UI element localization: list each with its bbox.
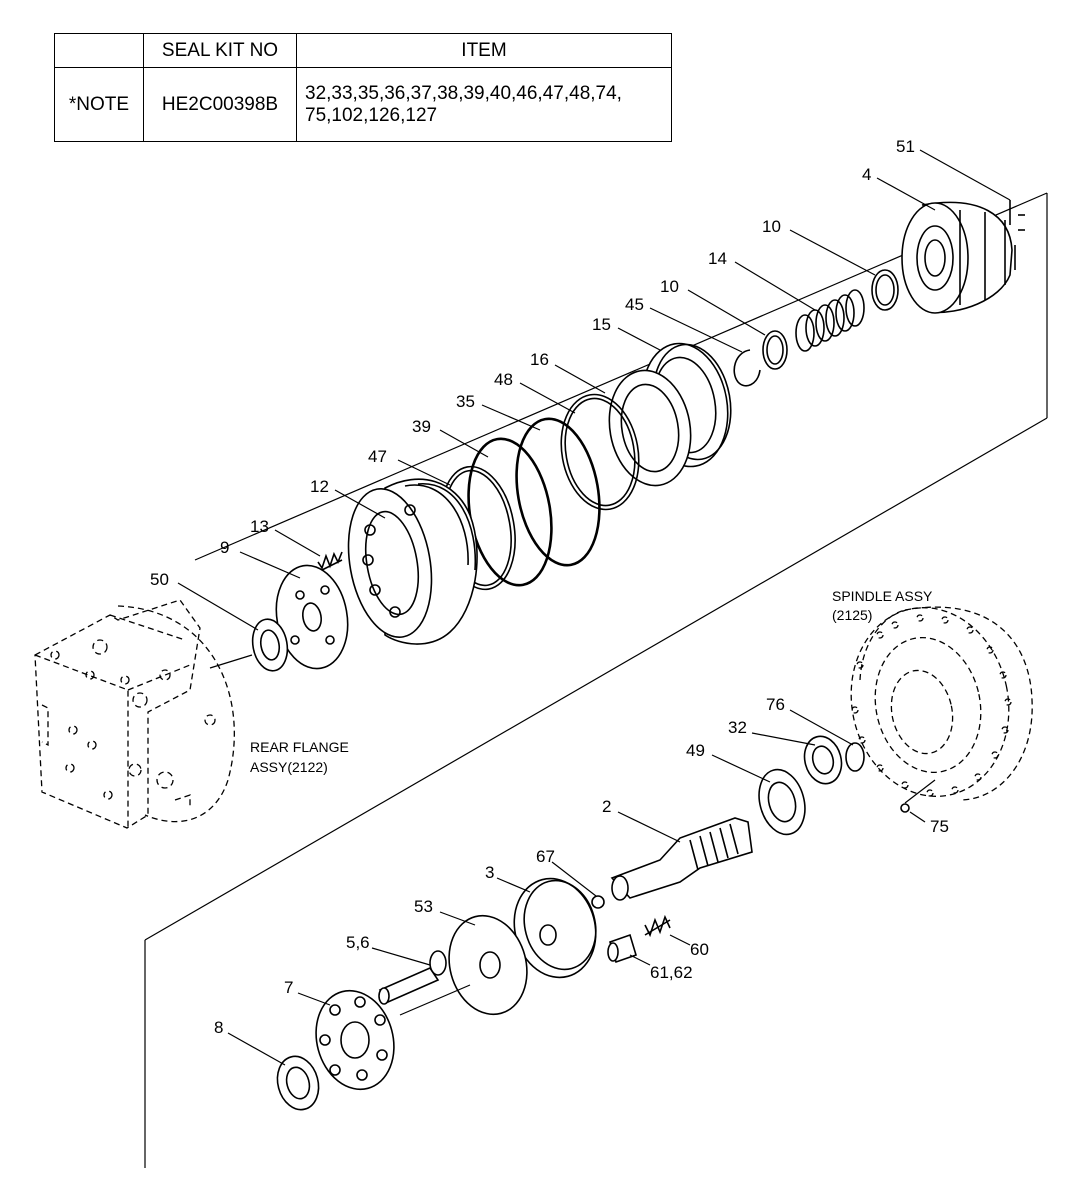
part-61-62-piston	[607, 933, 637, 964]
part-48-o-ring	[560, 393, 640, 511]
callout-14: 14	[708, 249, 727, 268]
callout-49: 49	[686, 741, 705, 760]
note-cell: *NOTE	[54, 67, 144, 142]
part-49-bearing	[758, 768, 806, 836]
items-cell: 32,33,35,36,37,38,39,40,46,47,48,74, 75,…	[296, 67, 672, 142]
callout-13: 13	[250, 517, 269, 536]
callout-4: 4	[862, 165, 871, 184]
axis-line-lower	[399, 984, 471, 1016]
callout-60: 60	[690, 940, 709, 959]
callout-47: 47	[368, 447, 387, 466]
rear-flange-assy	[34, 599, 235, 829]
part-14-spring	[795, 289, 865, 352]
spindle-label-1: SPINDLE ASSY	[832, 588, 933, 604]
part-32-oil-seal	[803, 735, 843, 785]
callout-76: 76	[766, 695, 785, 714]
part-53-thrust-plate	[448, 914, 528, 1016]
callout-50: 50	[150, 570, 169, 589]
callout-51: 51	[896, 137, 915, 156]
part-5-6-piston-shoe	[378, 950, 447, 1005]
callout-45: 45	[625, 295, 644, 314]
callout-12: 12	[310, 477, 329, 496]
leader-lines	[177, 149, 1011, 1066]
callout-16: 16	[530, 350, 549, 369]
callout-75: 75	[930, 817, 949, 836]
part-7-retainer-plate	[315, 989, 395, 1091]
callout-61-62: 61,62	[650, 963, 693, 982]
callout-5-6: 5,6	[346, 933, 370, 952]
callout-3: 3	[485, 863, 494, 882]
callout-35: 35	[456, 392, 475, 411]
spindle-bolt-holes	[851, 614, 1012, 797]
part-35-o-ring	[515, 417, 601, 567]
part-16-separator-plate	[608, 369, 692, 487]
callout-10-lower: 10	[660, 277, 679, 296]
part-10-ring-upper-inner	[875, 274, 895, 306]
callout-7: 7	[284, 978, 293, 997]
spindle-label-2: (2125)	[832, 607, 872, 623]
part-45-snap-ring	[733, 349, 761, 387]
items-line-1: 32,33,35,36,37,38,39,40,46,47,48,74,	[305, 82, 622, 104]
callout-67: 67	[536, 847, 555, 866]
part-67-ball	[591, 895, 605, 909]
part-12-piston	[347, 478, 478, 645]
part-48-o-ring-inner	[564, 397, 636, 507]
items-line-2: 75,102,126,127	[305, 104, 438, 126]
callout-10-upper: 10	[762, 217, 781, 236]
callout-53: 53	[414, 897, 433, 916]
rear-flange-label-1: REAR FLANGE	[250, 739, 349, 755]
callout-32: 32	[728, 718, 747, 737]
part-8-ball-guide	[276, 1055, 320, 1111]
callout-8: 8	[214, 1018, 223, 1037]
spindle-assy	[850, 606, 1033, 801]
part-10-ring-lower-inner	[766, 335, 784, 365]
callout-15: 15	[592, 315, 611, 334]
part-50-bearing	[251, 618, 289, 672]
part-60-spring	[644, 914, 671, 938]
callout-48: 48	[494, 370, 513, 389]
callout-2: 2	[602, 797, 611, 816]
seal-kit-table-row: *NOTE HE2C00398B 32,33,35,36,37,38,39,40…	[54, 67, 672, 142]
seal-kit-table: SEAL KIT NO ITEM *NOTE HE2C00398B 32,33,…	[54, 33, 672, 142]
part-75-o-ring	[900, 803, 910, 813]
part-76-snap-ring	[845, 742, 865, 772]
part-2-drive-shaft	[610, 817, 753, 901]
callout-39: 39	[412, 417, 431, 436]
callout-labels: 51 4 10 14 10 45 15 16 48 35 39 47 12 13…	[150, 137, 949, 1037]
callout-9: 9	[220, 538, 229, 557]
axis-line-upper	[209, 654, 253, 669]
part-4-valve-plate-housing	[901, 200, 1025, 314]
rear-flange-label-2: ASSY(2122)	[250, 759, 328, 775]
frame-lower-diagonal	[144, 417, 1048, 941]
